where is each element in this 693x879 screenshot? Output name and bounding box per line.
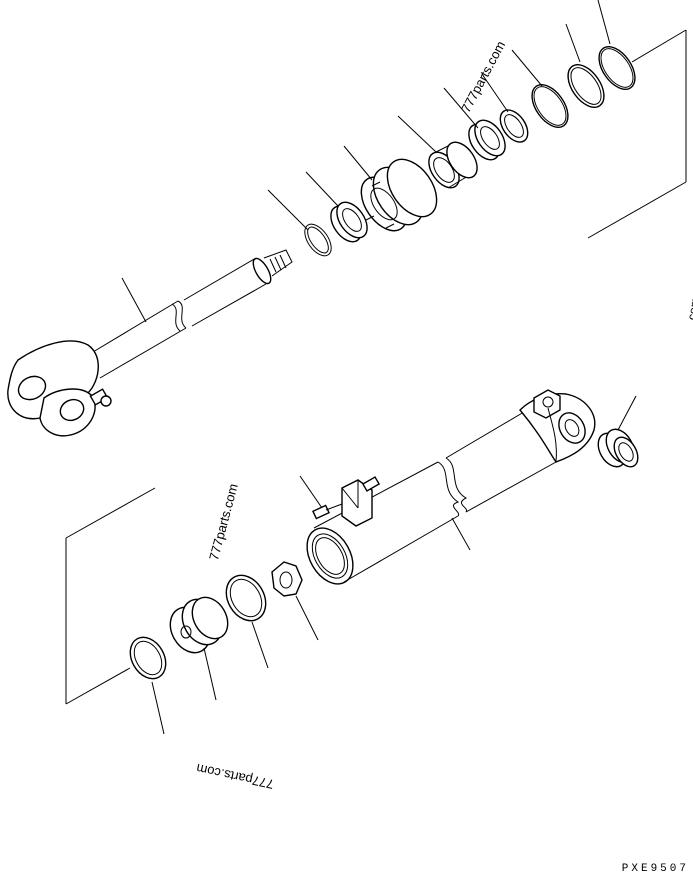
rod-seal xyxy=(468,119,506,161)
bushing xyxy=(330,201,368,243)
piston-seal xyxy=(129,636,167,680)
lower-group-bracket xyxy=(65,487,156,705)
cylinder-tube xyxy=(306,389,596,585)
o-ring-1 xyxy=(531,84,569,128)
drawing-code: PXE9507 xyxy=(621,863,689,875)
cylinder-head xyxy=(360,158,438,232)
backup-ring xyxy=(499,109,529,143)
rear-bushing xyxy=(597,428,639,468)
nut xyxy=(271,561,303,597)
o-ring-3 xyxy=(598,46,636,90)
piston xyxy=(169,596,229,654)
leader-lines-lower xyxy=(151,395,637,735)
o-ring-2 xyxy=(567,64,605,108)
snap-ring xyxy=(304,223,332,257)
collar xyxy=(428,141,478,189)
piston-rod xyxy=(7,249,293,437)
piston-wear-ring xyxy=(225,574,267,622)
leader-lines-upper xyxy=(121,0,611,323)
upper-group-bracket xyxy=(587,29,687,239)
